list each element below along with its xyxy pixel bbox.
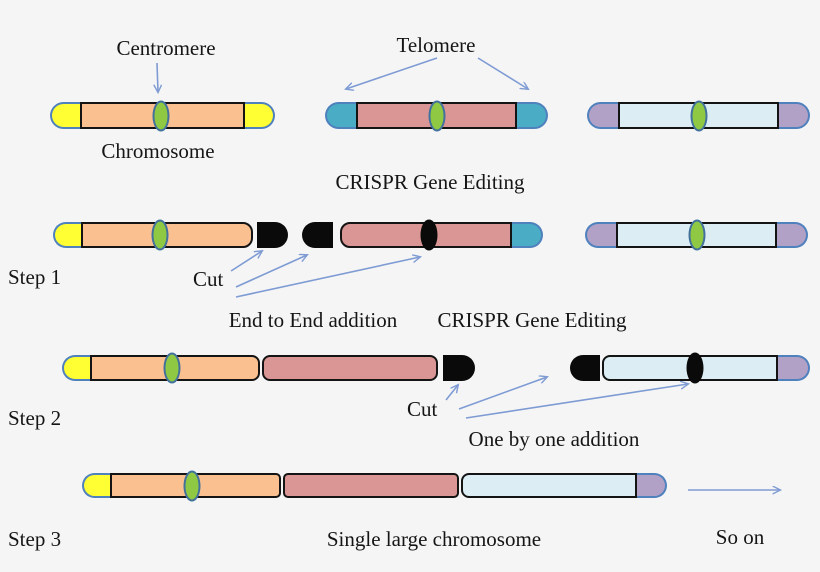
cut1-arrow-b: [235, 255, 307, 288]
so-on-label: So on: [715, 525, 765, 549]
chromosome-3-intact: [587, 100, 810, 131]
pale_blue-arm: [616, 219, 777, 251]
crispr-gene-editing-label-1: CRISPR Gene Editing: [335, 170, 525, 194]
one-by-one-addition-label: One by one addition: [468, 427, 640, 451]
single-large-chromosome-label: Single large chromosome: [326, 527, 542, 551]
cut-telomere-fragment: [302, 222, 333, 248]
black-centromere: [686, 352, 704, 384]
orange-arm: [80, 100, 245, 131]
centromere-label: Centromere: [116, 36, 216, 60]
chromosome-3-cut: [602, 352, 810, 384]
green-centromere: [183, 470, 201, 501]
yellow-telomere-right: [245, 102, 275, 129]
cut-telomere-fragment: [570, 355, 600, 381]
salmon-arm: [340, 219, 512, 251]
cut2-arrow-b: [458, 377, 547, 410]
chromosome-label: Chromosome: [101, 139, 215, 163]
orange-arm: [110, 470, 281, 501]
end-to-end-addition-label: End to End addition: [228, 308, 398, 332]
orange-arm: [81, 219, 253, 251]
centromere-pointer-arrow: [157, 62, 158, 92]
black-centromere: [420, 219, 438, 251]
pale_blue-arm: [461, 473, 637, 498]
green-centromere: [151, 219, 169, 251]
fused-chromosome-1-2: [62, 352, 438, 384]
purple-telomere-left: [587, 102, 618, 129]
cut2-arrow-a: [445, 385, 458, 401]
purple-telomere-right: [637, 473, 667, 498]
yellow-telomere-left: [50, 102, 80, 129]
cut-label-1: Cut: [193, 267, 224, 291]
cut-telomere-fragment: [443, 355, 475, 381]
cut-telomere-fragment: [257, 222, 288, 248]
purple-telomere-right: [778, 355, 810, 381]
cut-telomere-fragment: [443, 355, 475, 381]
salmon-arm: [262, 355, 438, 381]
purple-telomere-left: [585, 222, 616, 248]
salmon-arm: [356, 100, 517, 131]
cut-telomere-fragment: [570, 355, 600, 381]
telomere-left-pointer-arrow: [346, 57, 438, 89]
green-centromere: [163, 352, 181, 384]
yellow-telomere-left: [82, 473, 110, 498]
teal-telomere-right: [517, 102, 548, 129]
step-2-label: Step 2: [8, 406, 62, 430]
chromosome-3-intact: [585, 219, 808, 251]
single-large-chromosome: [82, 470, 667, 501]
telomere-label: Telomere: [396, 33, 476, 57]
chromosome-1-intact: [50, 100, 275, 131]
telomere-right-pointer-arrow: [477, 57, 528, 89]
chromosome-1-cut: [53, 219, 253, 251]
green-centromere: [690, 100, 707, 131]
cut-telomere-fragment: [257, 222, 288, 248]
chromosome-2-intact: [325, 100, 548, 131]
teal-telomere-right: [512, 222, 543, 248]
crispr-gene-editing-label-2: CRISPR Gene Editing: [437, 308, 627, 332]
cut2-arrow-c: [465, 384, 688, 419]
step-1-label: Step 1: [8, 265, 62, 289]
cut1-arrow-a: [230, 251, 262, 272]
orange-arm: [90, 352, 260, 384]
teal-telomere-left: [325, 102, 356, 129]
purple-telomere-right: [779, 102, 810, 129]
cut-telomere-fragment: [302, 222, 333, 248]
chromosome-2-cut: [340, 219, 543, 251]
pale_blue-arm: [602, 352, 778, 384]
purple-telomere-right: [777, 222, 808, 248]
yellow-telomere-left: [53, 222, 81, 248]
cut1-arrow-c: [235, 257, 420, 298]
cut-label-2: Cut: [407, 397, 438, 421]
green-centromere: [152, 100, 170, 131]
green-centromere: [688, 219, 705, 251]
step-3-label: Step 3: [8, 527, 62, 551]
salmon-arm: [283, 473, 459, 498]
green-centromere: [428, 100, 445, 131]
yellow-telomere-left: [62, 355, 90, 381]
pale_blue-arm: [618, 100, 779, 131]
